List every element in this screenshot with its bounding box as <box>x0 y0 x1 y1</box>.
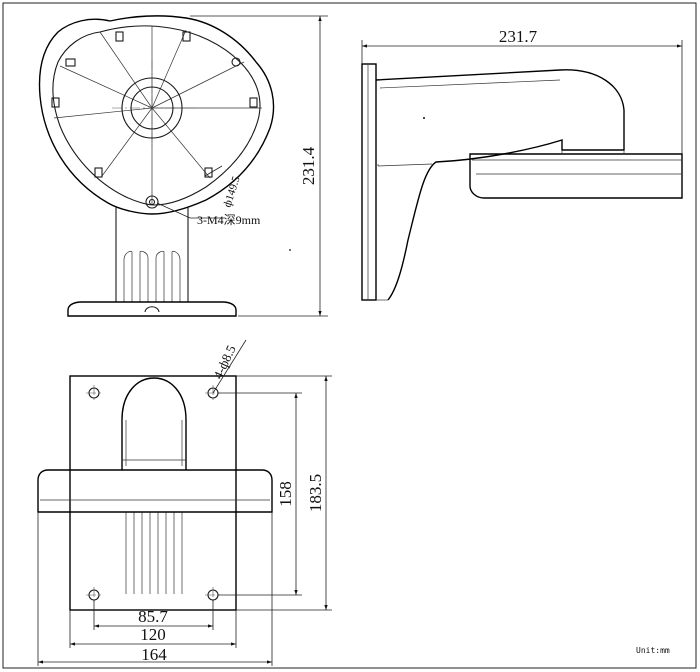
bracket-column <box>67 207 237 317</box>
dim-120-label: 120 <box>140 625 166 644</box>
holes-callout: 4-ф8.5 <box>210 339 247 394</box>
arm-outline <box>375 69 625 301</box>
screw-bosses <box>51 31 258 209</box>
side-view: 231.7 <box>361 27 683 301</box>
mount-cup <box>469 153 683 199</box>
wall-plate <box>361 63 377 301</box>
dim-183-5: 183.5 <box>236 375 332 611</box>
dim-231-4-label: 231.4 <box>299 146 318 185</box>
hub-inner <box>130 86 174 130</box>
dim-231-7-label: 231.7 <box>499 27 538 46</box>
housing-outline <box>38 15 275 215</box>
hub-outer <box>121 77 183 139</box>
cup-band <box>37 469 273 513</box>
arm-body <box>121 377 187 470</box>
base-view: 4-ф8.5 158 183.5 85.7 120 <box>37 339 332 666</box>
dim-149-5-label: ф149.5 <box>221 174 242 209</box>
dim-120: 120 <box>69 610 237 648</box>
dim-158-label: 158 <box>276 481 295 507</box>
screw-callout: 3-M4深9mm <box>156 202 261 227</box>
housing-inner <box>52 25 261 206</box>
front-view: 231.4 ф149.5 3-M4深9mm <box>38 15 328 317</box>
dim-158: 158 <box>218 392 302 596</box>
mounting-holes <box>88 387 219 601</box>
dim-85-7: 85.7 <box>93 600 214 630</box>
dim-length-231-7: 231.7 <box>361 27 683 154</box>
base-plate <box>69 375 237 611</box>
dim-85-7-label: 85.7 <box>138 607 168 626</box>
dim-183-5-label: 183.5 <box>306 474 325 512</box>
dim-height-231-4: 231.4 <box>190 15 328 317</box>
screw-note-label: 3-M4深9mm <box>197 213 261 227</box>
spokes <box>53 26 262 204</box>
units-note: Unit:mm <box>636 646 670 655</box>
dim-164-label: 164 <box>141 645 167 664</box>
dim-164: 164 <box>37 512 273 666</box>
